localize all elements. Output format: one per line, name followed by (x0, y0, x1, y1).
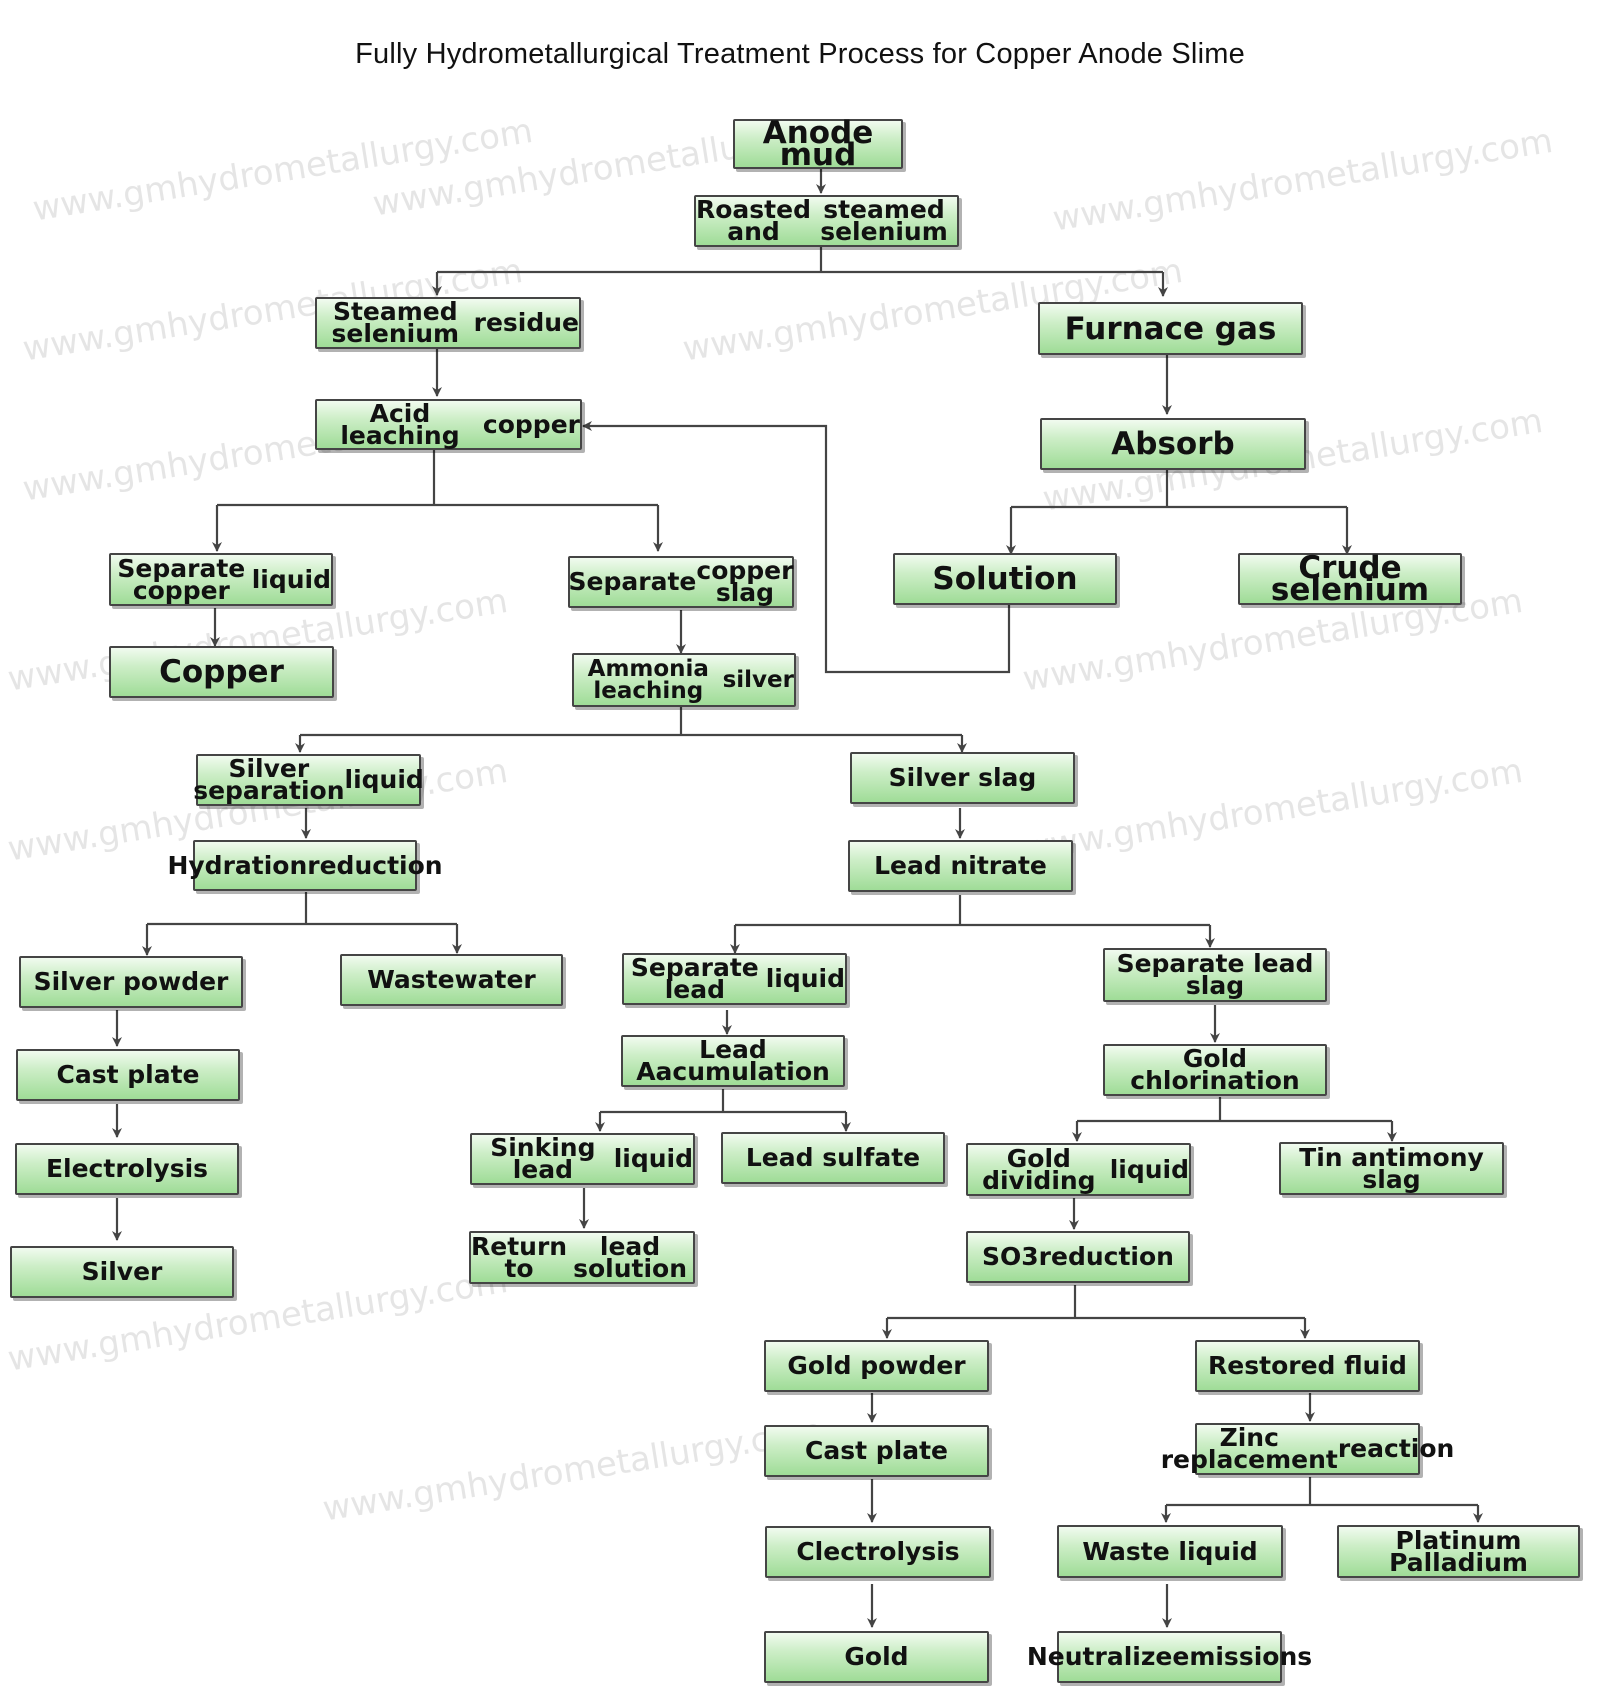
node-lead-sulfate: Lead sulfate (721, 1132, 945, 1184)
node-gold-chlorination: Gold chlorination (1103, 1044, 1327, 1096)
node-anode-mud: Anode mud (733, 118, 903, 171)
node-silver-slag: Silver slag (850, 752, 1075, 804)
node-restored-fluid: Restored fluid (1195, 1340, 1420, 1392)
arrow-roasted-to-residue (437, 270, 1163, 295)
arrow-ammonia-to-silver-liquid (300, 733, 962, 752)
diagram-title: Fully Hydrometallurgical Treatment Proce… (355, 38, 1245, 70)
node-furnace-gas: Furnace gas (1038, 302, 1303, 355)
node-waste-liquid: Waste liquid (1057, 1525, 1283, 1578)
arrow-acid-to-copper-liquid (217, 503, 658, 551)
node-wastewater: Wastewater (340, 954, 563, 1006)
arrow-nitrate-to-lead-liquid (735, 923, 1210, 953)
node-gold-powder: Gold powder (764, 1340, 989, 1392)
arrow-chlor-to-gold-dividing (1077, 1119, 1392, 1141)
node-crude-selenium: Crude selenium (1238, 553, 1462, 606)
arrow-acc-to-sinking (600, 1110, 846, 1131)
node-platinum-palladium: Platinum Palladium (1337, 1525, 1580, 1578)
node-lead-accumulation: Lead Aacumulation (621, 1035, 845, 1087)
node-separate-lead-slag: Separate lead slag (1103, 948, 1327, 1002)
arrow-hydration-to-silver-powder (147, 922, 457, 955)
arrow-absorb-to-solution (1011, 505, 1347, 554)
node-clectrolysis-gold: Clectrolysis (765, 1526, 991, 1578)
node-absorb: Absorb (1040, 418, 1306, 470)
node-cast-plate-silver: Cast plate (16, 1049, 240, 1101)
node-tin-antimony-slag: Tin antimony slag (1279, 1142, 1504, 1195)
arrow-zinc-to-waste (1166, 1503, 1478, 1522)
node-cast-plate-gold: Cast plate (764, 1425, 989, 1477)
node-copper: Copper (109, 646, 334, 698)
node-so3-reduction: SO3reduction (966, 1231, 1190, 1283)
arrow-so3-to-gold-powder (887, 1316, 1305, 1338)
arrow-solution-recycle (582, 421, 1011, 674)
node-gold: Gold (764, 1631, 989, 1683)
node-silver-powder: Silver powder (19, 956, 243, 1008)
node-electrolysis-silver: Electrolysis (15, 1143, 239, 1195)
node-solution: Solution (893, 553, 1117, 605)
node-lead-nitrate: Lead nitrate (848, 840, 1073, 892)
node-silver: Silver (10, 1246, 234, 1298)
